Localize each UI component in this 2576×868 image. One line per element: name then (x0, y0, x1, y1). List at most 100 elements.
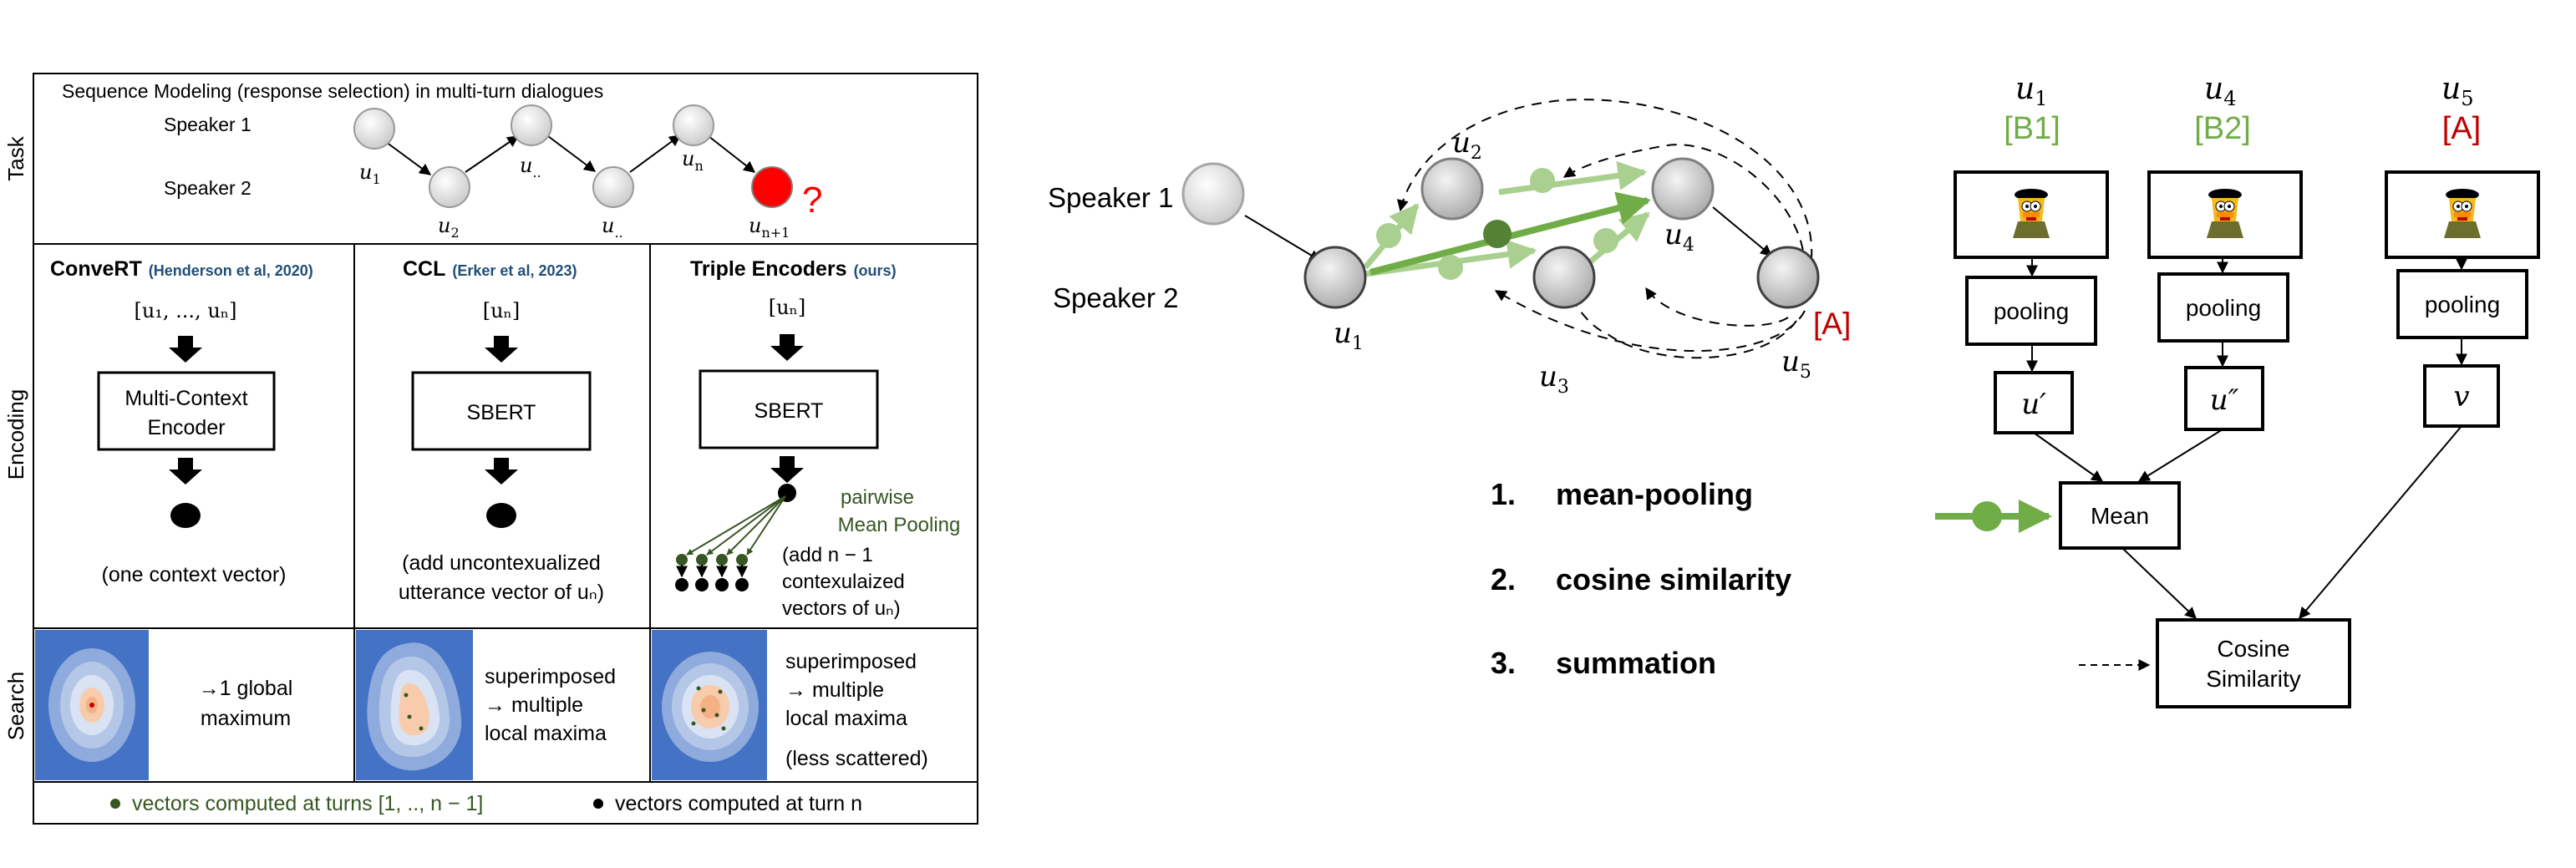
step3-text: summation (1556, 646, 1716, 680)
row-label-encoding: Encoding (3, 389, 28, 480)
ccl-desc-line1: (add uncontexualized (402, 551, 601, 575)
multi-context-encoder-box (97, 371, 276, 451)
left-panel: Task Encoding Search Sequence Modeling (… (3, 73, 978, 825)
pooled-vector-u2u4 (1530, 168, 1555, 193)
task-question-mark: ? (802, 180, 822, 221)
encoder-box-b2 (2147, 170, 2303, 259)
green-input-dot (1972, 501, 2002, 531)
ccl-search-line3: local maxima (485, 722, 607, 745)
green-pooling-arrows (1363, 160, 1651, 277)
mid-node-u1 (1303, 246, 1367, 309)
pairwise-label-line2: Mean Pooling (838, 514, 961, 536)
task-node-u4 (592, 166, 634, 208)
mid-speaker1-label: Speaker 1 (1048, 182, 1173, 213)
legend-green-dot (110, 799, 120, 809)
cosine-similarity-box (2156, 618, 2351, 708)
triple-search-line3: local maxima (785, 707, 907, 730)
row-label-search: Search (3, 672, 28, 740)
pooling-label-a: pooling (2425, 292, 2500, 317)
right-col3-tag: [A] (2442, 111, 2481, 146)
cosine-label-line2: Similarity (2206, 666, 2301, 692)
mid-node-u4 (1651, 157, 1715, 221)
ccl-desc-line2: utterance vector of uₙ) (399, 581, 604, 604)
right-panel: u1 [B1] u4 [B2] u5 [A] (1935, 72, 2540, 708)
right-col2-tag: [B2] (2194, 111, 2251, 146)
encoder-box-b1 (1954, 170, 2109, 259)
triple-heading: Triple Encoders(ours) (690, 257, 897, 281)
bert-character-icon (2013, 189, 2050, 238)
mid-label-u2: u2 (1452, 126, 1482, 164)
step2-number: 2. (1491, 562, 1516, 596)
triple-desc-line2: contexulaized (782, 571, 905, 593)
vector-label-u-double-prime: u″ (2210, 383, 2239, 417)
task-speaker2-label: Speaker 2 (164, 177, 252, 199)
triple-input: [uₙ] (769, 296, 806, 319)
heatmap-triple-less-scattered (652, 630, 767, 780)
mean-box (2059, 481, 2181, 550)
convert-search-line1: →1 global (199, 677, 293, 700)
triple-desc-line3: vectors of uₙ) (782, 597, 901, 620)
legend-black-dot (593, 799, 603, 809)
task-speaker1-label: Speaker 1 (164, 114, 252, 135)
pooled-vector-u3u4 (1593, 228, 1618, 253)
heatmap-single-maximum (35, 630, 149, 780)
pooling-label-b2: pooling (2186, 295, 2261, 321)
triple-desc-line1: (add n − 1 (782, 544, 873, 566)
task-node-u3 (511, 104, 552, 146)
mid-node-u3 (1532, 246, 1596, 309)
pooling-label-b1: pooling (1994, 298, 2069, 324)
pooled-vector-u1u4 (1483, 220, 1512, 248)
mid-label-u1: u1 (1334, 317, 1364, 354)
bert-character-icon (2444, 189, 2481, 238)
task-label-u2: u2 (438, 214, 460, 241)
pooled-vector-u1u2 (1376, 223, 1401, 248)
task-node-unext (751, 166, 793, 208)
convert-desc: (one context vector) (102, 563, 287, 586)
triple-sbert-box (699, 369, 879, 449)
mid-speaker2-label: Speaker 2 (1053, 282, 1178, 313)
ccl-input: [uₙ] (483, 299, 521, 322)
convert-input: [u₁, ..., uₙ] (134, 299, 236, 322)
task-label-unext: un+1 (749, 214, 790, 241)
ccl-search-line1: superimposed (485, 665, 616, 688)
task-label-un: un (682, 147, 704, 174)
contextualized-vectors (675, 554, 749, 591)
task-label-u4: u.. (602, 214, 623, 241)
mid-answer-tag: [A] (1813, 307, 1851, 341)
pooling-box-b1 (1965, 276, 2097, 346)
heatmap-ccl-multiple-maxima (356, 630, 473, 780)
vector-label-u-prime: u′ (2021, 388, 2046, 421)
vector-label-v: v (2453, 380, 2469, 414)
encoder-box-a (2385, 170, 2540, 259)
convert-context-vector (170, 503, 201, 528)
mid-label-u3: u3 (1539, 360, 1569, 398)
right-col1-tag: [B1] (2004, 111, 2060, 146)
row-label-task: Task (3, 135, 28, 180)
triple-sbert-label: SBERT (755, 399, 824, 423)
triple-search-line2: → multiple (785, 678, 884, 702)
vector-box-u-double-prime (2184, 366, 2264, 431)
right-col1-u: u1 (2015, 72, 2047, 110)
left-panel-frame (33, 73, 978, 825)
triple-search-line1: superimposed (785, 650, 917, 673)
step1-text: mean-pooling (1556, 477, 1753, 511)
mid-node-u5 (1756, 246, 1820, 309)
right-col3-u: u5 (2441, 72, 2473, 110)
ccl-heading: CCL(Erker et al, 2023) (403, 257, 577, 281)
multi-context-encoder-line1: Multi-Context (124, 387, 247, 410)
ccl-sbert-box (411, 371, 592, 451)
mean-label: Mean (2091, 503, 2149, 529)
cosine-label-line1: Cosine (2217, 636, 2289, 662)
bert-character-icon (2207, 189, 2243, 238)
mid-node-u2 (1420, 157, 1484, 221)
pooled-vector-u1u3 (1438, 255, 1463, 280)
mid-label-u5: u5 (1781, 345, 1811, 383)
ccl-utterance-vector (486, 503, 516, 528)
middle-panel: Speaker 1 Speaker 2 (1048, 99, 1851, 680)
task-node-u1 (353, 108, 395, 150)
task-label-u3: u.. (520, 154, 541, 180)
convert-heading: ConveRT(Henderson et al, 2020) (50, 257, 313, 281)
mid-label-u4: u4 (1664, 218, 1694, 256)
legend-black-text: vectors computed at turn n (615, 792, 862, 815)
multi-context-encoder-line2: Encoder (147, 416, 225, 439)
